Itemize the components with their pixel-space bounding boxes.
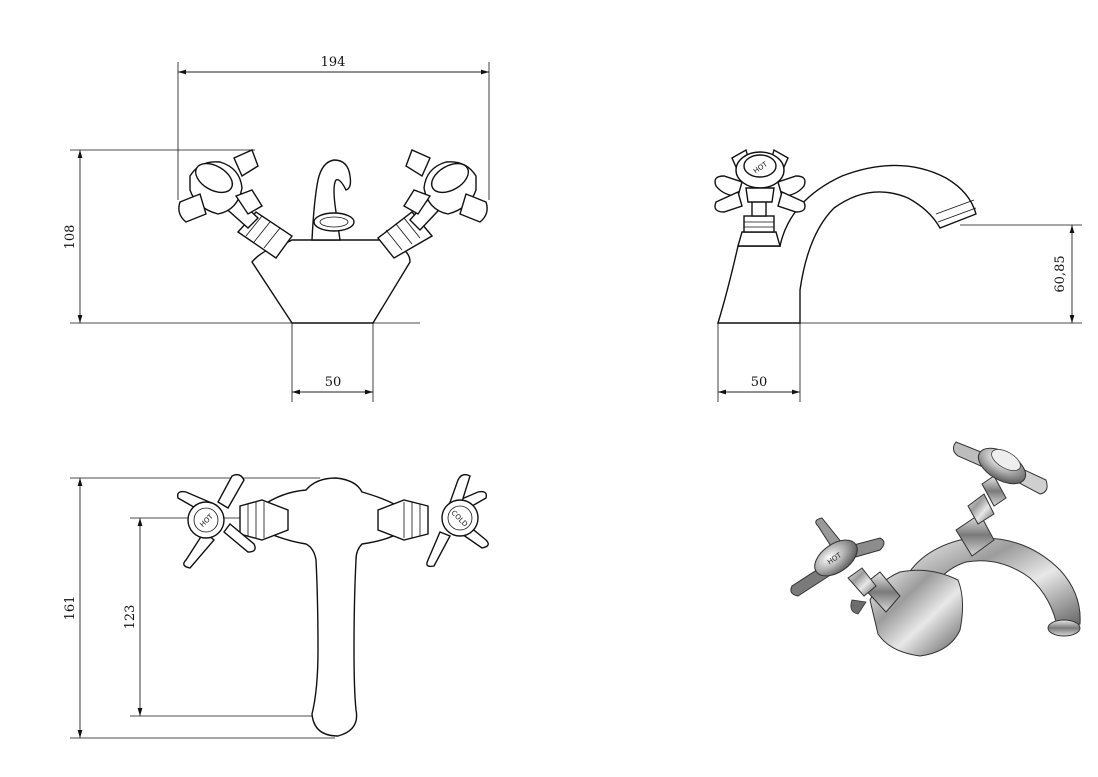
side-body xyxy=(717,164,977,324)
side-cross-handle: HOT xyxy=(714,148,806,213)
dimension-top-spout-reach: 123 xyxy=(123,517,330,717)
dimension-side-spout-height: 60,85 xyxy=(800,224,1082,324)
side-view: 60,85 50 HOT xyxy=(714,148,1082,402)
render-spout xyxy=(899,537,1081,631)
front-left-valve xyxy=(178,149,293,259)
dimension-label-60-85: 60,85 xyxy=(1053,255,1068,292)
top-right-valve: COLD xyxy=(377,473,489,568)
render-tall-valve xyxy=(952,441,1048,557)
top-view: 161 123 HOT xyxy=(63,473,489,739)
dimension-label-194: 194 xyxy=(321,55,346,70)
front-right-valve xyxy=(377,149,488,259)
dimension-top-depth: 161 xyxy=(63,477,335,739)
render-aerator xyxy=(1047,619,1081,637)
dimension-front-width: 194 xyxy=(177,55,490,200)
render-view: HOT xyxy=(790,441,1081,657)
dimension-label-108: 108 xyxy=(63,225,78,250)
top-left-valve: HOT xyxy=(176,473,289,569)
dimension-label-50-front: 50 xyxy=(325,375,342,390)
dimension-label-123: 123 xyxy=(123,605,138,630)
render-front-valve: HOT xyxy=(790,517,901,615)
dimension-side-base: 50 xyxy=(717,323,801,402)
dimension-front-base: 50 xyxy=(291,323,374,402)
front-aerator xyxy=(313,212,355,232)
front-view: 194 108 50 xyxy=(63,55,490,402)
dimension-label-161: 161 xyxy=(63,596,78,621)
dimension-label-50-side: 50 xyxy=(751,375,768,390)
top-body xyxy=(261,477,405,737)
